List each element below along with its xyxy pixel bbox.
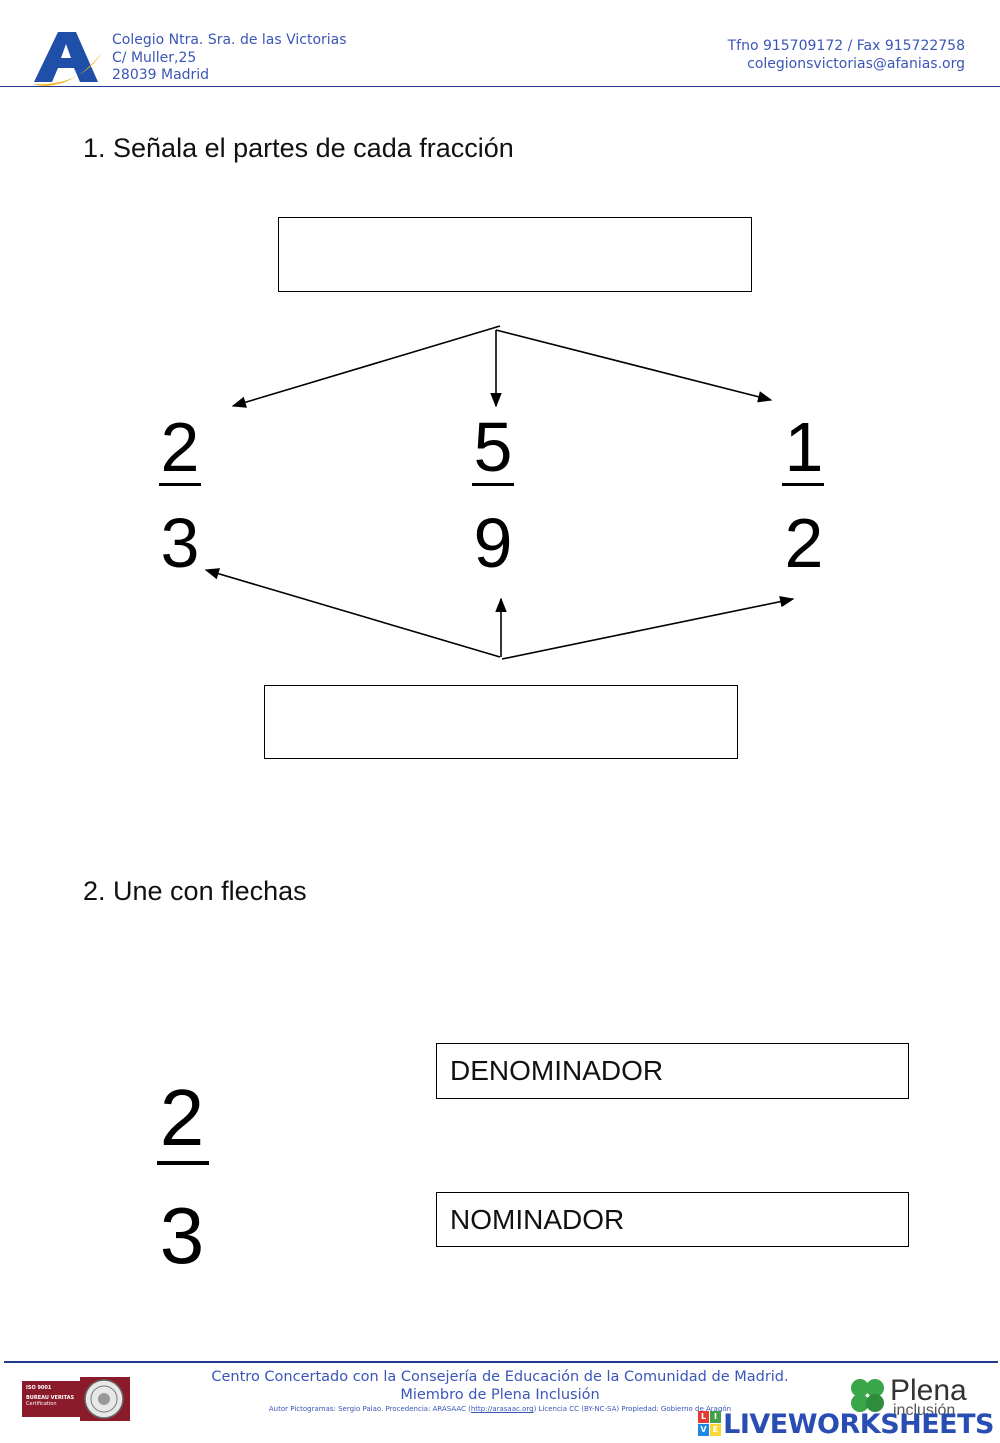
footer-divider bbox=[4, 1361, 998, 1363]
fraction2-bar bbox=[472, 483, 514, 486]
bureau-veritas-seal-icon bbox=[80, 1377, 130, 1421]
school-logo-graphic bbox=[32, 32, 102, 86]
cert-line3: Certification bbox=[26, 1401, 57, 1407]
fraction1-bar bbox=[159, 483, 201, 486]
exercise2-numerator: 2 bbox=[159, 1073, 205, 1162]
lw-badge-cell-e: E bbox=[710, 1424, 721, 1436]
option-denominador[interactable]: DENOMINADOR bbox=[436, 1043, 909, 1099]
header-divider bbox=[0, 86, 1000, 87]
liveworksheets-badge: L I V E bbox=[698, 1411, 722, 1437]
fraction2-numerator: 5 bbox=[473, 408, 513, 486]
footer-line-1: Centro Concertado con la Consejería de E… bbox=[211, 1369, 789, 1385]
fraction3-denominator: 2 bbox=[784, 504, 824, 582]
exercise1-bottom-answer-box[interactable] bbox=[264, 685, 738, 759]
credits-prefix: Autor Pictogramas: Sergio Palao. Procede… bbox=[268, 1405, 471, 1413]
option-nominador[interactable]: NOMINADOR bbox=[436, 1192, 909, 1247]
arasaac-link[interactable]: http://arasaac.org bbox=[470, 1405, 534, 1413]
cert-line1: ISO 9001 bbox=[26, 1385, 52, 1391]
cert-line2: BUREAU VERITAS bbox=[26, 1395, 75, 1401]
arrow-to-numerator-1 bbox=[231, 325, 501, 408]
iso-certification-badge: ISO 9001 BUREAU VERITAS Certification bbox=[22, 1381, 80, 1417]
credits-suffix: ) Licencia CC (BY-NC-SA) Propiedad: Gobi… bbox=[533, 1405, 732, 1413]
school-logo bbox=[28, 30, 106, 88]
exercise1-top-answer-box[interactable] bbox=[278, 217, 752, 292]
liveworksheets-watermark: LIVEWORKSHEETS bbox=[723, 1409, 994, 1440]
plena-inclusion-label: Plena bbox=[890, 1374, 967, 1407]
fraction2-denominator: 9 bbox=[473, 504, 513, 582]
exercise1-arrows bbox=[204, 325, 795, 660]
school-info: Colegio Ntra. Sra. de las Victorias C/ M… bbox=[112, 32, 347, 85]
phone-fax: Tfno 915709172 / Fax 915722758 bbox=[727, 38, 965, 54]
footer-line-2: Miembro de Plena Inclusión bbox=[400, 1387, 600, 1403]
email-address: colegionsvictorias@afanias.org bbox=[747, 55, 965, 72]
exercise2-title: 2. Une con flechas bbox=[83, 876, 307, 906]
exercise2-fraction-bar bbox=[157, 1161, 209, 1165]
plena-inclusion-sublabel: inclusión bbox=[893, 1402, 956, 1419]
lw-badge-cell-i: I bbox=[710, 1411, 721, 1423]
lw-badge-cell-l: L bbox=[698, 1411, 709, 1423]
contact-info: Tfno 915709172 / Fax 915722758 colegions… bbox=[728, 38, 965, 73]
arrow-to-denominator-1 bbox=[204, 568, 501, 658]
lw-badge-cell-v: V bbox=[698, 1424, 709, 1436]
footer-credits: Autor Pictogramas: Sergio Palao. Procede… bbox=[0, 1405, 1000, 1413]
plena-inclusion-clover-icon bbox=[848, 1377, 888, 1415]
arrow-to-denominator-3 bbox=[501, 595, 795, 660]
arrow-to-numerator-3 bbox=[495, 329, 773, 403]
fraction1-denominator: 3 bbox=[160, 504, 200, 582]
fraction3-bar bbox=[782, 483, 824, 486]
school-name: Colegio Ntra. Sra. de las Victorias bbox=[112, 32, 347, 48]
exercise2-denominator: 3 bbox=[159, 1191, 205, 1280]
school-address: C/ Muller,25 bbox=[112, 49, 197, 66]
school-city: 28039 Madrid bbox=[112, 67, 210, 83]
fraction3-numerator: 1 bbox=[784, 408, 824, 486]
fraction1-numerator: 2 bbox=[160, 408, 200, 486]
exercise1-title: 1. Señala el partes de cada fracción bbox=[83, 133, 514, 163]
